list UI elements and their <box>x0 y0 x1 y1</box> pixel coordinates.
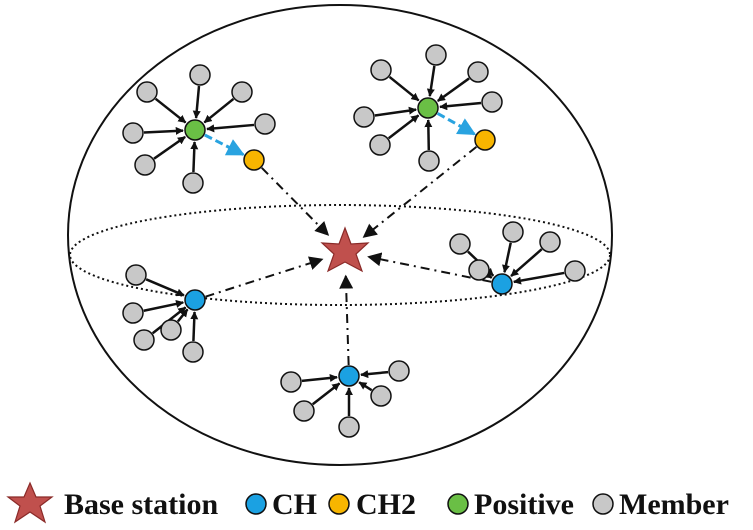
cluster-right-member-node <box>564 260 586 282</box>
legend-ch-icon <box>245 493 267 515</box>
cluster-left-member-node <box>160 319 182 341</box>
cluster-left-ch-node <box>184 289 206 311</box>
cluster-left-member-node <box>122 302 144 324</box>
cluster-bottom-ch-node <box>338 365 360 387</box>
cluster-top-left-member-node <box>182 172 204 194</box>
cluster-bottom-member-node <box>280 371 302 393</box>
legend-member-label: Member <box>619 488 729 521</box>
cluster-left-member-node <box>133 329 155 351</box>
cluster-top-left-ch2-node <box>243 149 265 171</box>
sphere-outline <box>67 4 613 466</box>
cluster-top-right-member-node <box>481 91 503 113</box>
cluster-right-member-node <box>449 233 471 255</box>
nodes-layer <box>122 44 586 438</box>
cluster-top-right-member-node <box>418 150 440 172</box>
cluster-bottom-member-node <box>338 416 360 438</box>
legend-ch2-icon <box>328 493 350 515</box>
cluster-bottom-member-node <box>388 360 410 382</box>
legend-positive-label: Positive <box>474 488 574 521</box>
cluster-bottom-member-node <box>370 385 392 407</box>
cluster-top-left-member-node <box>136 81 158 103</box>
legend-base-station-label: Base station <box>64 488 218 521</box>
cluster-top-left-member-node <box>134 154 156 176</box>
legend-base-station-icon <box>6 481 54 524</box>
legend-member-icon <box>592 493 614 515</box>
legend: Base station CH CH2 Positive Member <box>6 481 729 524</box>
sphere-equator <box>69 204 611 306</box>
cluster-top-right-positive-node <box>417 97 439 119</box>
base-station-star <box>320 226 370 273</box>
legend-positive-icon <box>447 493 469 515</box>
cluster-top-left-member-node <box>189 64 211 86</box>
cluster-right-member-node <box>468 259 490 281</box>
cluster-right-ch-node <box>491 273 513 295</box>
cluster-right-member-node <box>539 231 561 253</box>
cluster-top-right-member-node <box>370 59 392 81</box>
cluster-top-right-member-node <box>369 134 391 156</box>
cluster-top-left-member-node <box>122 122 144 144</box>
cluster-left-member-node <box>182 341 204 363</box>
legend-ch-label: CH <box>272 488 317 521</box>
cluster-top-right-member-node <box>467 61 489 83</box>
cluster-top-left-member-node <box>254 113 276 135</box>
cluster-top-right-member-node <box>353 106 375 128</box>
cluster-top-right-member-node <box>425 44 447 66</box>
legend-ch2-label: CH2 <box>356 488 416 521</box>
cluster-bottom-member-node <box>293 400 315 422</box>
cluster-top-left-member-node <box>231 81 253 103</box>
cluster-top-left-positive-node <box>184 119 206 141</box>
cluster-right-member-node <box>502 221 524 243</box>
cluster-left-member-node <box>125 264 147 286</box>
cluster-top-right-ch2-node <box>474 129 496 151</box>
